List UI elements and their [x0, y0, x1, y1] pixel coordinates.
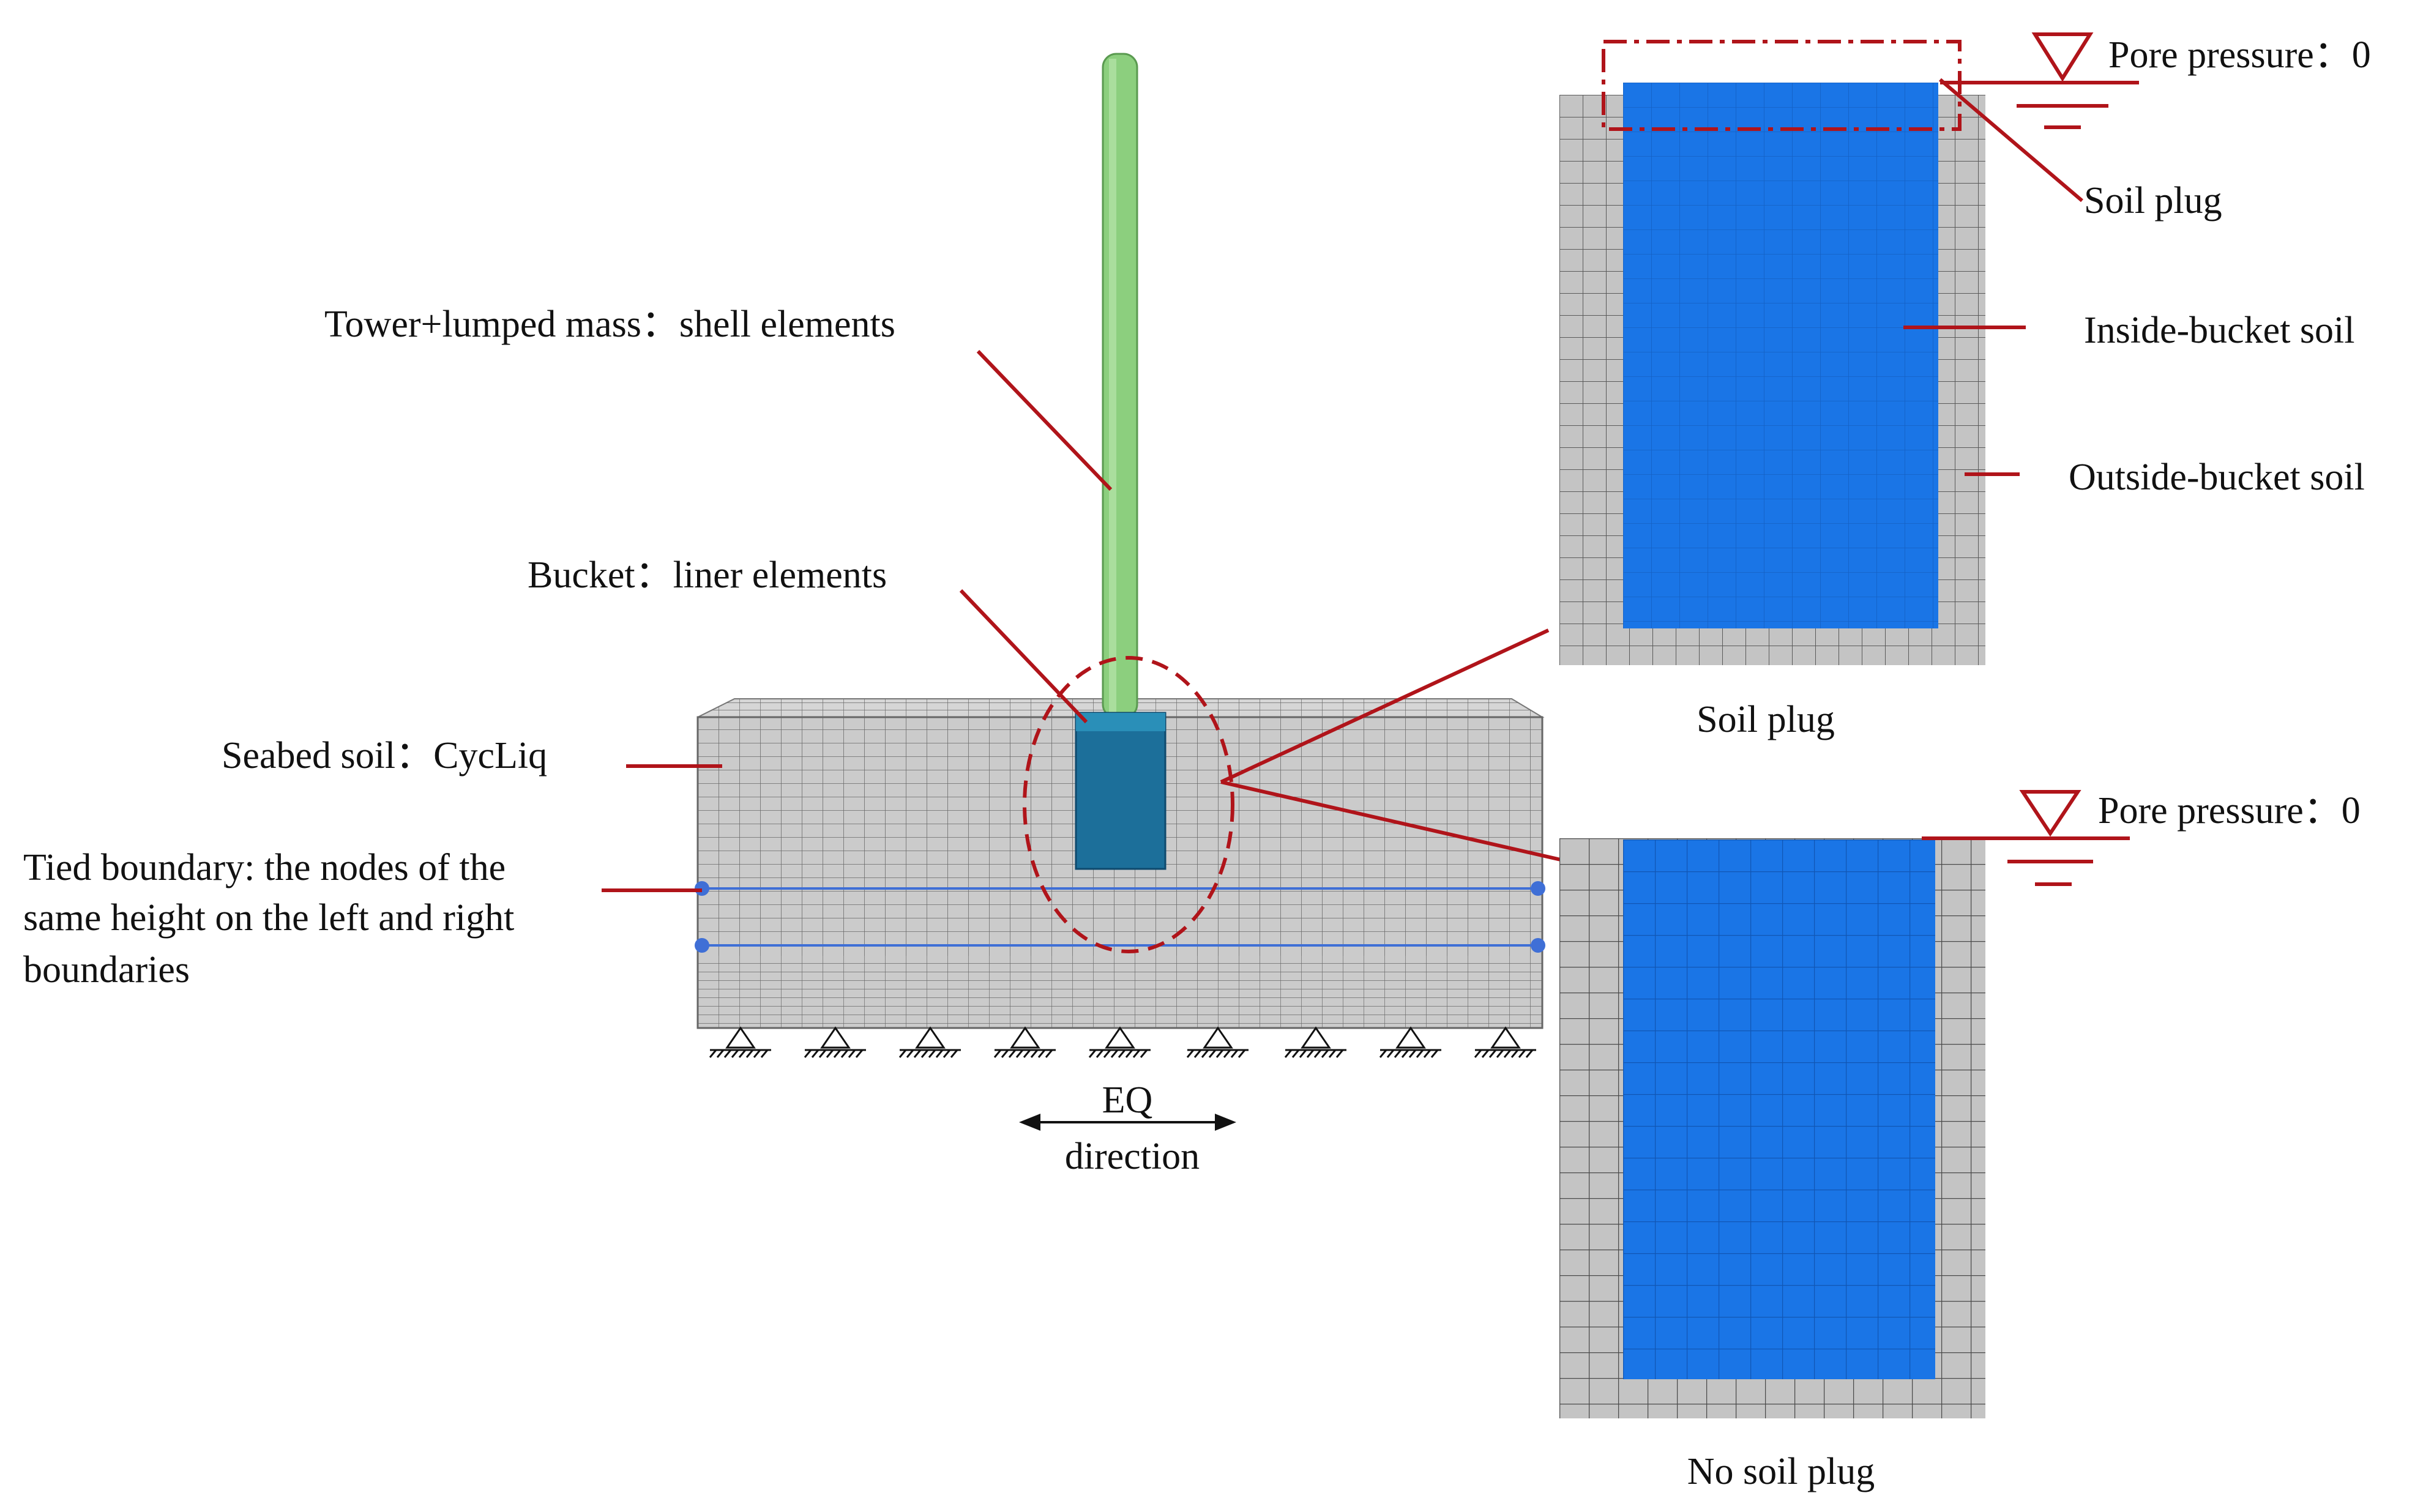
tower-shell: [1102, 53, 1138, 719]
tied-boundary-label-line3: boundaries: [23, 949, 190, 991]
outside-bucket-soil-label: Outside-bucket soil: [2069, 456, 2365, 498]
direction-label: direction: [1065, 1136, 1200, 1177]
pore-pressure-bottom-label: Pore pressure：0: [2098, 790, 2361, 832]
leader-lines: [602, 349, 1561, 892]
bucket-foundation: [1075, 712, 1167, 870]
bucket-highlight-ellipse: [1023, 656, 1234, 953]
pore-pressure-top-label: Pore pressure：0: [2108, 34, 2371, 76]
tied-boundary-label-line2: same height on the left and right: [23, 897, 514, 939]
no-soil-plug-detail: [1559, 838, 1985, 1418]
double-arrow-icon: [1019, 1114, 1236, 1131]
seabed-label: Seabed soil：CycLiq: [222, 735, 547, 776]
eq-label: EQ: [1102, 1079, 1153, 1121]
inside-bucket-soil-label: Inside-bucket soil: [2084, 310, 2355, 351]
tied-boundary-lines: [695, 881, 1545, 953]
water-level-triangle-icon-bottom: [1922, 790, 2130, 886]
bucket-label: Bucket：liner elements: [528, 554, 887, 596]
fixed-support-icon: [709, 1026, 1536, 1058]
tower-label: Tower+lumped mass：shell elements: [324, 304, 895, 345]
no-soil-plug-caption: No soil plug: [1687, 1451, 1875, 1492]
soil-plug-label: Soil plug: [2084, 180, 2222, 222]
tied-boundary-label-line1: Tied boundary: the nodes of the: [23, 847, 506, 888]
soil-plug-caption: Soil plug: [1697, 699, 1835, 740]
soil-plug-detail: [1559, 40, 1985, 665]
water-level-triangle-icon: [1940, 32, 2139, 129]
